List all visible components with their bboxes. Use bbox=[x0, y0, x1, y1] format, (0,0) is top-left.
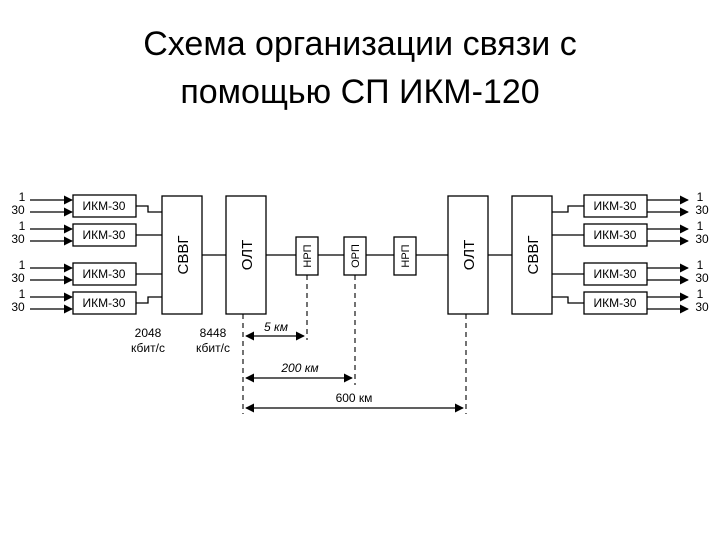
right-ch1-num-top: 1 bbox=[697, 190, 704, 204]
left-ch1-num-top: 1 bbox=[19, 190, 26, 204]
right-ch2-num-top: 1 bbox=[697, 219, 704, 233]
left-link-ikm4-svvg bbox=[136, 296, 162, 304]
right-ikm30-block-2 bbox=[583, 223, 648, 247]
left-olt-label: ОЛТ bbox=[239, 240, 256, 271]
left-ikm30-label-2: ИКМ-30 bbox=[83, 228, 126, 242]
right-ch4-num-top: 1 bbox=[697, 287, 704, 301]
left-ch4-num-top: 1 bbox=[19, 287, 26, 301]
left-svvg-label: СВВГ bbox=[175, 236, 192, 275]
slide-title-line-1: Схема организации связи с bbox=[143, 25, 577, 63]
right-ch3-num-bottom: 30 bbox=[695, 271, 709, 285]
right-ikm30-label-1: ИКМ-30 bbox=[594, 199, 637, 213]
nrp-label-2: НРП bbox=[400, 244, 412, 267]
distance-600km-label: 600 км bbox=[336, 391, 373, 405]
nrp-label-1: НРП bbox=[302, 244, 314, 267]
right-ch4-num-bottom: 30 bbox=[695, 300, 709, 314]
right-olt-label: ОЛТ bbox=[461, 240, 478, 271]
right-ch1-num-bottom: 30 bbox=[695, 203, 709, 217]
right-ch2-num-bottom: 30 bbox=[695, 232, 709, 246]
left-ch3-num-bottom: 30 bbox=[11, 271, 25, 285]
orp-label: ОРП bbox=[350, 244, 362, 268]
right-ikm30-block-1 bbox=[583, 194, 648, 218]
right-ikm30-block-4 bbox=[583, 291, 648, 315]
left-ch1-num-bottom: 30 bbox=[11, 203, 25, 217]
right-ikm30-label-4: ИКМ-30 bbox=[594, 296, 637, 310]
left-ch3-num-top: 1 bbox=[19, 258, 26, 272]
rate-2048-unit: кбит/с bbox=[131, 341, 165, 355]
left-ikm30-label-1: ИКМ-30 bbox=[83, 199, 126, 213]
slide-title-line-2: помощью СП ИКМ-120 bbox=[180, 73, 540, 111]
left-ch2-num-bottom: 30 bbox=[11, 232, 25, 246]
right-svvg-label: СВВГ bbox=[525, 236, 542, 275]
right-link-svvg-ikm4 bbox=[552, 296, 584, 304]
left-ch2-num-top: 1 bbox=[19, 219, 26, 233]
right-link-svvg-ikm1 bbox=[552, 205, 584, 213]
left-ikm30-label-3: ИКМ-30 bbox=[83, 267, 126, 281]
left-ch4-num-bottom: 30 bbox=[11, 300, 25, 314]
right-ikm30-label-3: ИКМ-30 bbox=[594, 267, 637, 281]
rate-2048-value: 2048 bbox=[135, 326, 162, 340]
distance-5km-label: 5 км bbox=[264, 320, 288, 334]
right-ch3-num-top: 1 bbox=[697, 258, 704, 272]
right-svvg-block bbox=[511, 195, 553, 315]
rate-8448-value: 8448 bbox=[200, 326, 227, 340]
left-link-ikm1-svvg bbox=[136, 205, 162, 213]
distance-200km-label: 200 км bbox=[280, 361, 318, 375]
nrp-block-2 bbox=[393, 236, 417, 276]
right-ikm30-block-3 bbox=[583, 262, 648, 286]
rate-8448-unit: кбит/с bbox=[196, 341, 230, 355]
left-ikm30-label-4: ИКМ-30 bbox=[83, 296, 126, 310]
right-ikm30-label-2: ИКМ-30 bbox=[594, 228, 637, 242]
